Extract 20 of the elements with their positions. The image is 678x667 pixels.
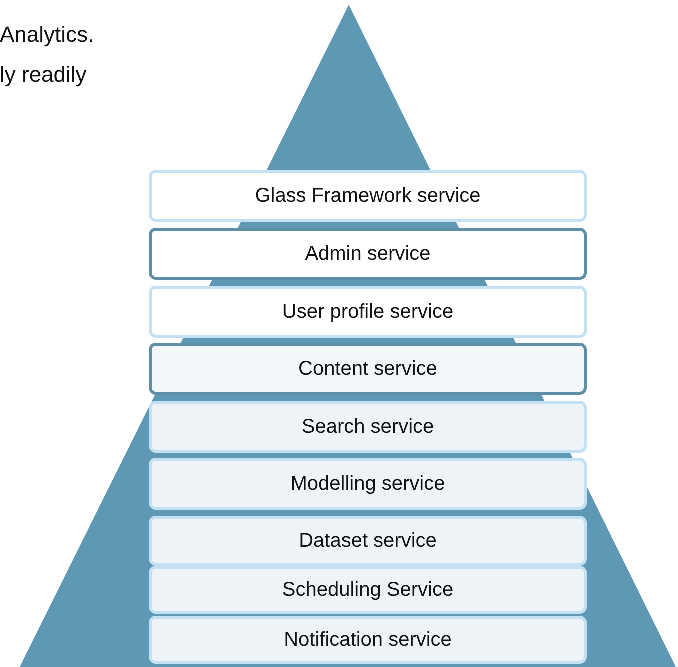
service-box <box>149 516 587 566</box>
service-label: Modelling service <box>290 472 446 496</box>
service-label: Glass Framework service <box>255 184 481 208</box>
text-fragment: ly readily <box>0 62 87 88</box>
service-box <box>149 401 587 453</box>
service-box <box>149 170 587 222</box>
text-fragment: Analytics. <box>0 22 94 48</box>
service-label: Dataset service <box>299 530 437 552</box>
service-box <box>149 616 587 664</box>
service-box <box>149 228 587 280</box>
service-label: Scheduling Service <box>282 578 454 602</box>
service-box <box>149 343 587 395</box>
service-label: User profile service <box>282 300 454 324</box>
service-box <box>149 458 587 510</box>
service-box <box>149 566 587 614</box>
service-label: Content service <box>298 358 438 380</box>
service-label: Admin service <box>305 242 431 266</box>
service-box <box>149 286 587 338</box>
service-label: Notification service <box>284 628 452 652</box>
service-label: Search service <box>302 416 434 438</box>
